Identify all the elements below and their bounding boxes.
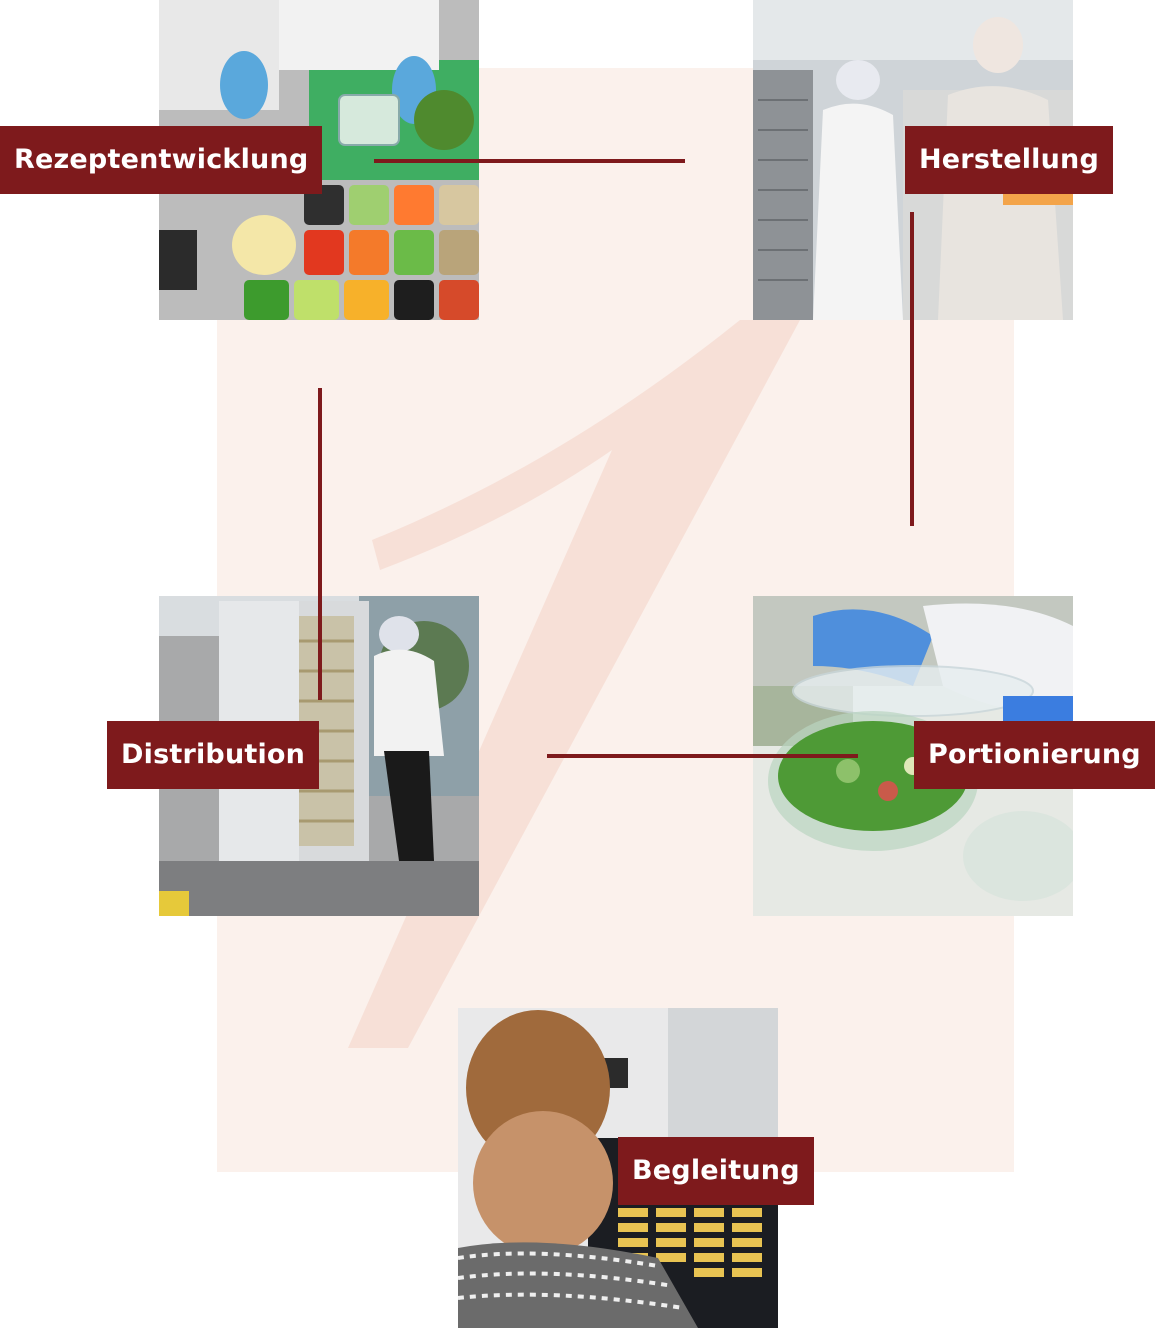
photo-portioning: [753, 596, 1073, 916]
label-distribution: Distribution: [107, 721, 320, 789]
photo-recipe-development: [159, 0, 479, 320]
label-production: Herstellung: [905, 126, 1113, 194]
label-recipe-development: Rezeptentwicklung: [0, 126, 323, 194]
label-portioning: Portionierung: [914, 721, 1155, 789]
label-support: Begleitung: [618, 1137, 814, 1205]
